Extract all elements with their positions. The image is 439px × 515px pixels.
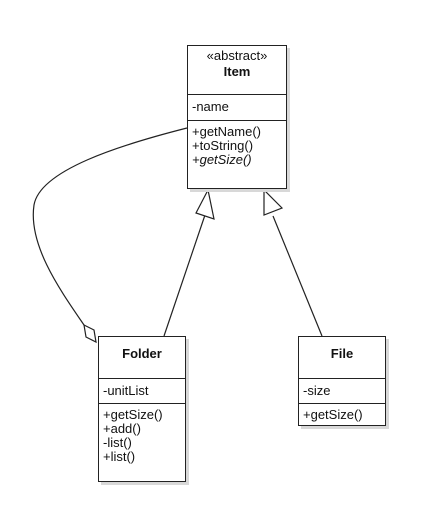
class-name: Folder bbox=[122, 346, 162, 361]
class-header: Folder bbox=[99, 337, 185, 378]
generalization-arrowhead-folder bbox=[195, 188, 215, 220]
attributes-section: -unitList bbox=[99, 378, 185, 403]
operation: +getName() bbox=[192, 124, 261, 139]
operation: +toString() bbox=[192, 138, 254, 153]
operations-section: +getSize() bbox=[299, 403, 385, 424]
class-header: File bbox=[299, 337, 385, 378]
aggregation-diamond bbox=[83, 323, 97, 344]
attribute: -unitList bbox=[103, 383, 149, 398]
class-name: File bbox=[330, 346, 354, 361]
operations-section: +getName() +toString() +getSize() bbox=[188, 120, 286, 169]
operation: +getSize() bbox=[303, 407, 363, 422]
class-file[interactable]: File -size +getSize() bbox=[298, 336, 386, 426]
attribute: -name bbox=[192, 99, 229, 114]
operation: +list() bbox=[103, 449, 136, 464]
stereotype-label: «abstract» bbox=[206, 48, 268, 63]
class-header: «abstract» Item bbox=[188, 46, 286, 94]
attribute: -size bbox=[303, 383, 331, 398]
operation: -list() bbox=[103, 435, 132, 450]
attributes-section: -name bbox=[188, 94, 286, 120]
operations-section: +getSize() +add() -list() +list() bbox=[99, 403, 185, 466]
generalization-line-file bbox=[272, 215, 323, 337]
class-name: Item bbox=[223, 64, 251, 79]
class-folder[interactable]: Folder -unitList +getSize() +add() -list… bbox=[98, 336, 186, 482]
abstract-operation: +getSize() bbox=[192, 152, 252, 167]
class-item[interactable]: «abstract» Item -name +getName() +toStri… bbox=[187, 45, 287, 189]
generalization-line-folder bbox=[163, 214, 206, 337]
attributes-section: -size bbox=[299, 378, 385, 403]
generalization-arrowhead-file bbox=[263, 188, 284, 216]
operation: +getSize() bbox=[103, 407, 163, 422]
aggregation-line bbox=[32, 127, 188, 326]
operation: +add() bbox=[103, 421, 141, 436]
